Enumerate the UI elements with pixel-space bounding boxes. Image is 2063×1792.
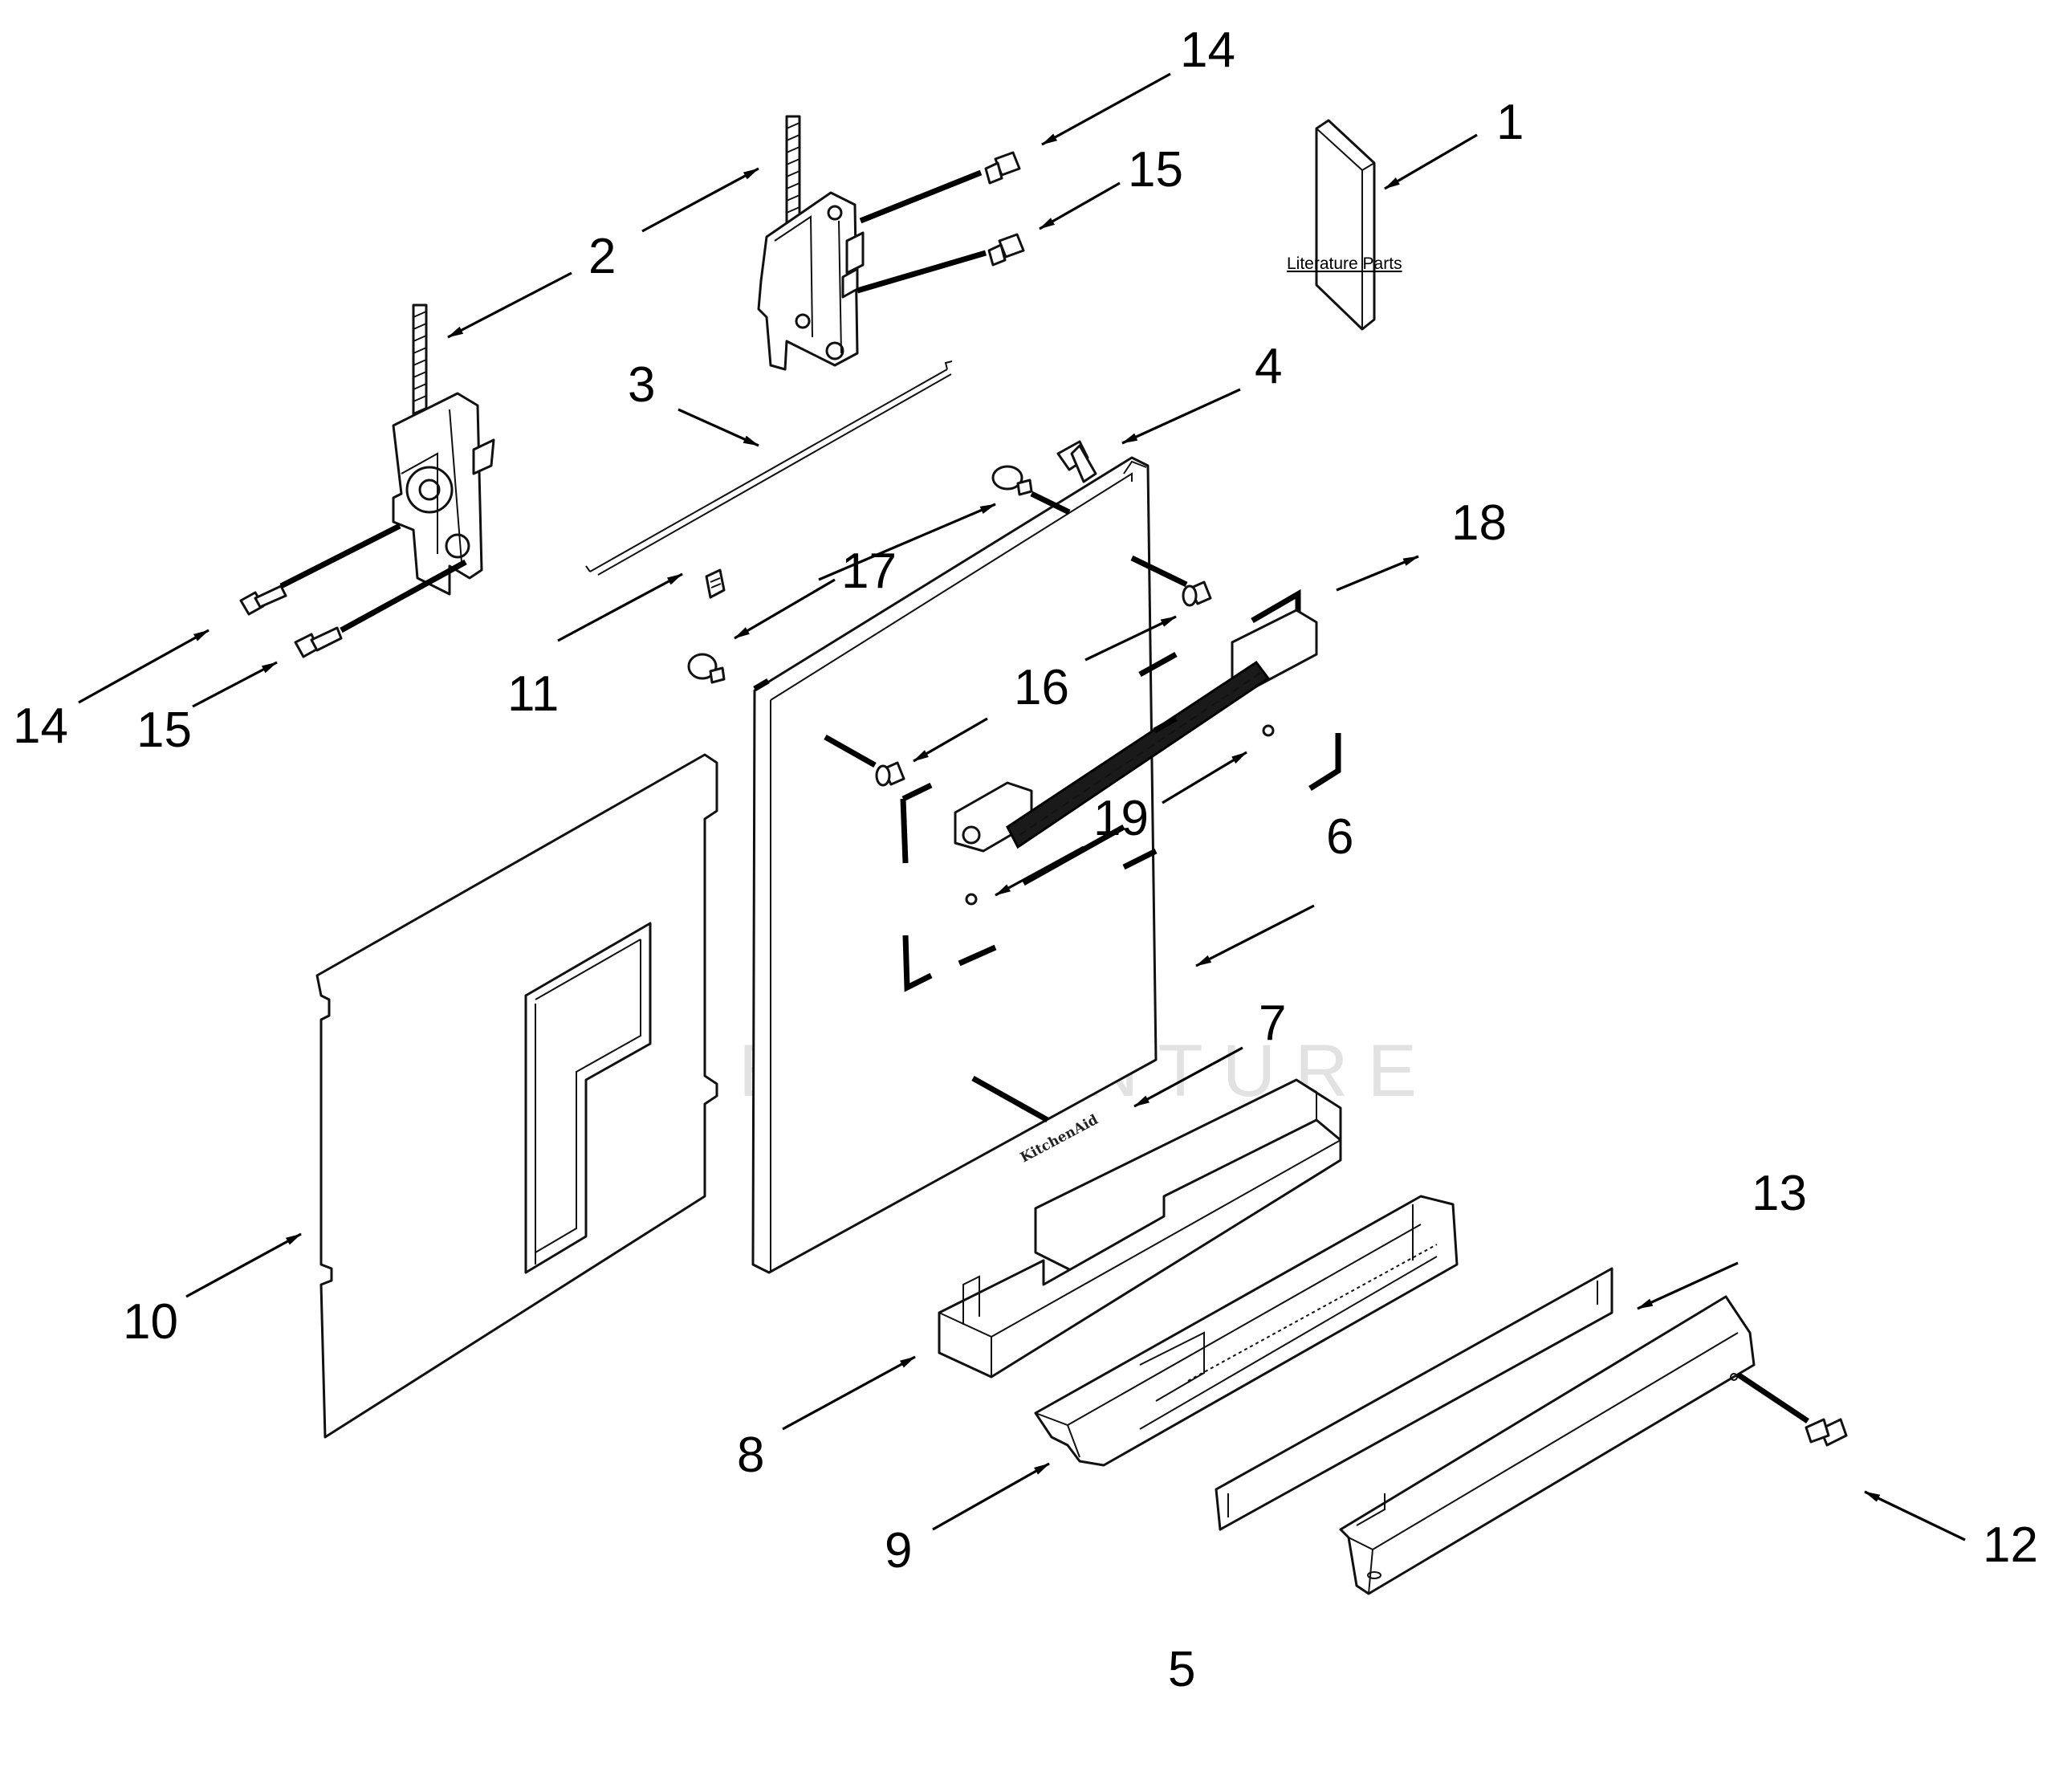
callout-8: 8 bbox=[737, 1427, 764, 1483]
screw-15-right-top bbox=[984, 151, 1021, 185]
callout-18: 18 bbox=[1451, 495, 1507, 551]
callout-5: 5 bbox=[1168, 1642, 1195, 1697]
clip-part-11 bbox=[705, 568, 726, 599]
literature-caption: Literature Parts bbox=[1287, 255, 1402, 273]
screw-14-left bbox=[239, 584, 287, 616]
callout-17: 17 bbox=[841, 544, 897, 599]
callout-1: 1 bbox=[1496, 95, 1524, 150]
bracket-part-5 bbox=[1339, 1295, 1756, 1595]
channel-part-9 bbox=[1034, 1195, 1459, 1467]
rod bbox=[585, 360, 953, 576]
callout-9: 9 bbox=[885, 1523, 912, 1578]
screw-12 bbox=[1805, 1418, 1848, 1447]
handle-assembly bbox=[900, 589, 1341, 992]
screw-15-left bbox=[294, 626, 343, 658]
callout-12: 12 bbox=[1983, 1517, 2038, 1573]
callout-6: 6 bbox=[1326, 809, 1353, 865]
trim-part-8 bbox=[938, 1118, 1342, 1379]
callout-13: 13 bbox=[1752, 1166, 1807, 1221]
callout-14-left: 14 bbox=[13, 698, 68, 754]
literature-parts bbox=[1315, 119, 1376, 331]
washer-17-left bbox=[687, 653, 726, 684]
callout-7: 7 bbox=[1259, 996, 1286, 1051]
callout-15-top: 15 bbox=[1128, 142, 1183, 198]
leader-arrows bbox=[78, 72, 1966, 1542]
clip-part-4 bbox=[1056, 440, 1097, 483]
callout-16: 16 bbox=[1014, 660, 1069, 715]
strip-part-13 bbox=[1215, 1267, 1613, 1531]
bumper-16-top bbox=[1182, 580, 1212, 607]
callout-4: 4 bbox=[1255, 339, 1282, 394]
screw-15-right-bottom bbox=[987, 233, 1025, 267]
door-panel bbox=[751, 456, 1158, 1274]
insulation-panel bbox=[315, 753, 718, 1439]
callout-15-left: 15 bbox=[136, 703, 192, 758]
callout-2: 2 bbox=[588, 229, 616, 284]
callout-19: 19 bbox=[1093, 791, 1149, 846]
hinge-left bbox=[392, 303, 495, 596]
hinge-right bbox=[757, 115, 865, 371]
fastener-lines bbox=[279, 169, 1809, 1423]
callout-11: 11 bbox=[507, 666, 559, 722]
washer-17-top bbox=[991, 465, 1033, 496]
bumper-16-left bbox=[875, 761, 905, 787]
callout-14-top: 14 bbox=[1180, 22, 1235, 78]
callout-3: 3 bbox=[628, 357, 655, 413]
callout-10: 10 bbox=[123, 1294, 178, 1350]
